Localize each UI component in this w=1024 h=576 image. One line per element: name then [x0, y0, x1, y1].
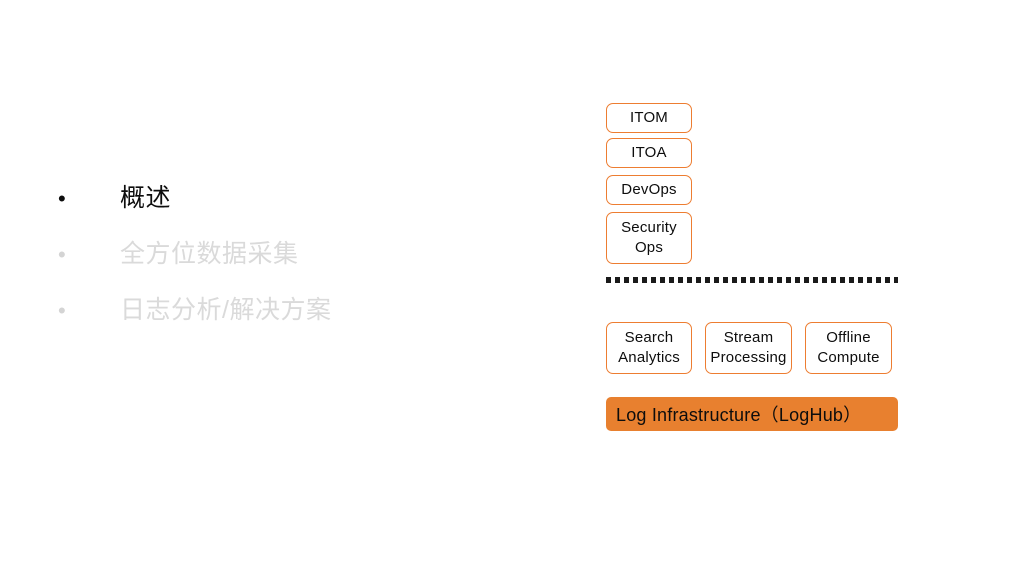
diagram-node-itoa[interactable]: ITOA	[606, 138, 692, 168]
diagram-node-stream-processing[interactable]: Stream Processing	[705, 322, 792, 374]
agenda-item-label: 日志分析/解决方案	[120, 296, 332, 324]
node-label: Log Infrastructure（LogHub）	[616, 405, 862, 425]
dotted-divider	[606, 277, 898, 283]
bullet-icon: •	[58, 242, 66, 267]
node-label: Stream Processing	[710, 329, 787, 366]
agenda-item-label: 全方位数据采集	[120, 240, 299, 268]
node-label: DevOps	[621, 181, 677, 199]
agenda-list: • 概述 • 全方位数据采集 • 日志分析/解决方案	[52, 178, 472, 346]
diagram-node-itom[interactable]: ITOM	[606, 103, 692, 133]
diagram-node-devops[interactable]: DevOps	[606, 175, 692, 205]
node-label: Search Analytics	[618, 329, 680, 366]
diagram-node-search-analytics[interactable]: Search Analytics	[606, 322, 692, 374]
agenda-item-log-analysis[interactable]: • 日志分析/解决方案	[52, 290, 472, 346]
agenda-item-overview[interactable]: • 概述	[52, 178, 472, 234]
architecture-diagram: ITOM ITOA DevOps Security Ops Search Ana…	[606, 103, 898, 433]
diagram-node-log-infrastructure[interactable]: Log Infrastructure（LogHub）	[606, 397, 898, 431]
agenda-item-label: 概述	[120, 184, 172, 212]
agenda-item-data-collection[interactable]: • 全方位数据采集	[52, 234, 472, 290]
bullet-icon: •	[58, 186, 66, 211]
diagram-node-security-ops[interactable]: Security Ops	[606, 212, 692, 264]
node-label: ITOA	[631, 144, 667, 162]
node-label: Security Ops	[621, 219, 677, 256]
node-label: ITOM	[629, 109, 669, 127]
diagram-node-offline-compute[interactable]: Offline Compute	[805, 322, 892, 374]
bullet-icon: •	[58, 298, 66, 323]
node-label: Offline Compute	[817, 329, 880, 366]
